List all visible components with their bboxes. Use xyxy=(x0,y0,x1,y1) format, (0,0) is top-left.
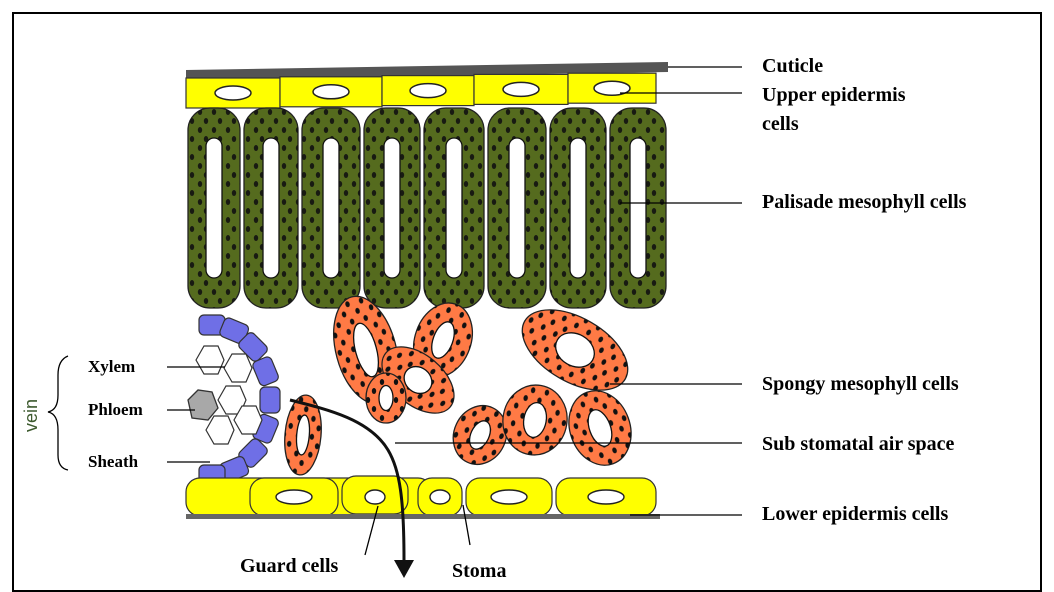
upper-epidermis-cell-nucleus xyxy=(313,85,349,99)
palisade-cell xyxy=(364,108,420,308)
palisade-cell xyxy=(302,108,360,308)
upper-epidermis-cell xyxy=(280,77,382,107)
label-phloem: Phloem xyxy=(88,400,143,419)
lower-epidermis-cell xyxy=(556,478,656,516)
upper-epidermis-cell xyxy=(186,78,280,108)
lower-epidermis-nucleus xyxy=(491,490,527,504)
palisade-vacuole xyxy=(323,138,339,278)
label-lower-epidermis: Lower epidermis cells xyxy=(762,503,948,525)
upper-epidermis-cell xyxy=(568,73,656,103)
palisade-vacuole xyxy=(446,138,462,278)
label-guard-cells: Guard cells xyxy=(240,555,339,577)
spongy-cell xyxy=(559,382,641,474)
upper-epidermis-cell xyxy=(382,76,474,106)
lower-epidermis-cell xyxy=(250,478,338,516)
palisade-cell xyxy=(550,108,606,308)
label-cuticle: Cuticle xyxy=(762,55,823,77)
palisade-layer xyxy=(188,108,666,308)
upper-epidermis-layer xyxy=(186,73,656,108)
lower-epidermis-layer xyxy=(186,476,660,519)
spongy-layer xyxy=(282,289,642,476)
label-upper-epidermis-2: cells xyxy=(762,113,799,135)
palisade-vacuole xyxy=(384,138,400,278)
lower-epidermis-nucleus xyxy=(365,490,385,504)
label-upper-epidermis-1: Upper epidermis xyxy=(762,84,906,106)
xylem-cell xyxy=(196,346,224,374)
palisade-vacuole xyxy=(630,138,646,278)
upper-epidermis-cell-nucleus xyxy=(215,86,251,100)
vein-brace xyxy=(48,356,68,470)
spongy-cell xyxy=(497,380,572,460)
palisade-vacuole xyxy=(263,138,279,278)
sheath-cell xyxy=(260,387,280,413)
upper-epidermis-cell xyxy=(474,74,568,104)
upper-epidermis-cell-nucleus xyxy=(410,84,446,98)
label-sheath: Sheath xyxy=(88,452,139,471)
spongy-vacuole xyxy=(379,386,393,411)
palisade-cell xyxy=(188,108,240,308)
xylem-cell xyxy=(224,354,252,382)
palisade-cell xyxy=(244,108,298,308)
label-stoma: Stoma xyxy=(452,560,506,582)
palisade-cell xyxy=(424,108,484,308)
lower-epidermis-nucleus xyxy=(276,490,312,504)
label-spongy: Spongy mesophyll cells xyxy=(762,373,959,395)
palisade-vacuole xyxy=(570,138,586,278)
label-palisade: Palisade mesophyll cells xyxy=(762,191,967,213)
lower-cuticle xyxy=(186,514,660,519)
lower-epidermis-cell xyxy=(418,478,462,516)
vein-structure xyxy=(188,315,280,485)
spongy-cell xyxy=(366,373,406,423)
phloem-cell xyxy=(188,390,218,420)
lower-epidermis-nucleus xyxy=(430,490,450,504)
palisade-vacuole xyxy=(206,138,222,278)
lower-epidermis-cell xyxy=(466,478,552,516)
upper-epidermis-cell-nucleus xyxy=(503,82,539,96)
label-vein: vein xyxy=(21,399,41,432)
label-xylem: Xylem xyxy=(88,357,135,376)
palisade-cell xyxy=(610,108,666,308)
palisade-cell xyxy=(488,108,546,308)
lower-epidermis-nucleus xyxy=(588,490,624,504)
xylem-cell xyxy=(206,416,234,444)
palisade-vacuole xyxy=(509,138,525,278)
label-sub-stomatal: Sub stomatal air space xyxy=(762,433,955,455)
